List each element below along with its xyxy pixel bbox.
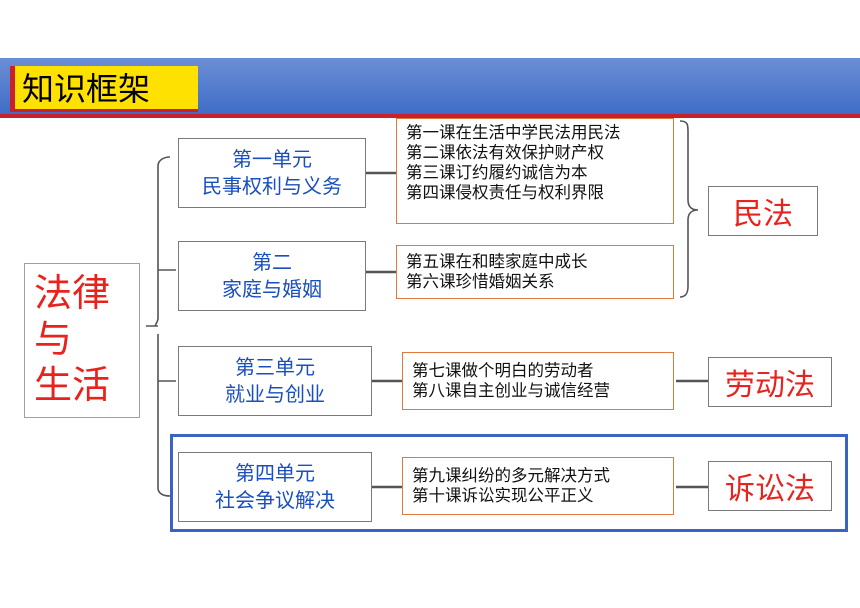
lesson-box-1: 第一课在生活中学民法用民法 第二课依法有效保护财产权 第三课订约履约诚信为本 第…	[396, 118, 674, 224]
unit-box-2: 第二 家庭与婚姻	[178, 241, 366, 311]
lesson-box-3: 第七课做个明白的劳动者 第八课自主创业与诚信经营	[402, 352, 674, 410]
law-label: 诉讼法	[725, 472, 815, 507]
lesson-item: 第四课侵权责任与权利界限	[406, 183, 604, 202]
unit-title: 社会争议解决	[215, 488, 335, 512]
lesson-item: 第五课在和睦家庭中成长	[406, 252, 588, 271]
unit-number: 第二	[252, 250, 292, 274]
main-topic-line: 法律	[34, 271, 111, 315]
lesson-item: 第一课在生活中学民法用民法	[406, 123, 621, 142]
unit-title: 民事权利与义务	[202, 174, 342, 198]
page-title: 知识框架	[22, 70, 151, 108]
main-topic-line: 与	[34, 317, 73, 361]
unit-box-3: 第三单元 就业与创业	[178, 346, 372, 416]
header-underline	[0, 114, 860, 118]
main-topic-line: 生活	[34, 363, 111, 407]
law-box-labor: 劳动法	[708, 357, 832, 407]
unit-box-4: 第四单元 社会争议解决	[178, 452, 372, 522]
lesson-box-2: 第五课在和睦家庭中成长 第六课珍惜婚姻关系	[396, 245, 674, 299]
law-label: 劳动法	[725, 368, 815, 403]
lesson-item: 第三课订约履约诚信为本	[406, 163, 588, 182]
unit-number: 第一单元	[232, 147, 312, 171]
unit-box-1: 第一单元 民事权利与义务	[178, 138, 366, 208]
unit-title: 就业与创业	[225, 382, 325, 406]
lesson-item: 第七课做个明白的劳动者	[412, 361, 594, 380]
lesson-item: 第二课依法有效保护财产权	[406, 143, 604, 162]
unit-title: 家庭与婚姻	[222, 277, 322, 301]
lesson-item: 第八课自主创业与诚信经营	[412, 381, 610, 400]
law-label: 民法	[733, 197, 793, 232]
lesson-box-4: 第九课纠纷的多元解决方式 第十课诉讼实现公平正义	[402, 457, 674, 515]
lesson-item: 第六课珍惜婚姻关系	[406, 272, 555, 291]
unit-number: 第四单元	[235, 461, 315, 485]
highlight-frame	[170, 434, 848, 532]
title-box	[10, 66, 198, 112]
law-box-civil: 民法	[708, 186, 818, 236]
lesson-item: 第十课诉讼实现公平正义	[412, 486, 594, 505]
main-topic-box	[24, 263, 140, 418]
unit-number: 第三单元	[235, 355, 315, 379]
lesson-item: 第九课纠纷的多元解决方式	[412, 466, 610, 485]
main-topic: 法律 与 生活	[34, 270, 134, 408]
law-box-litigation: 诉讼法	[708, 461, 832, 511]
